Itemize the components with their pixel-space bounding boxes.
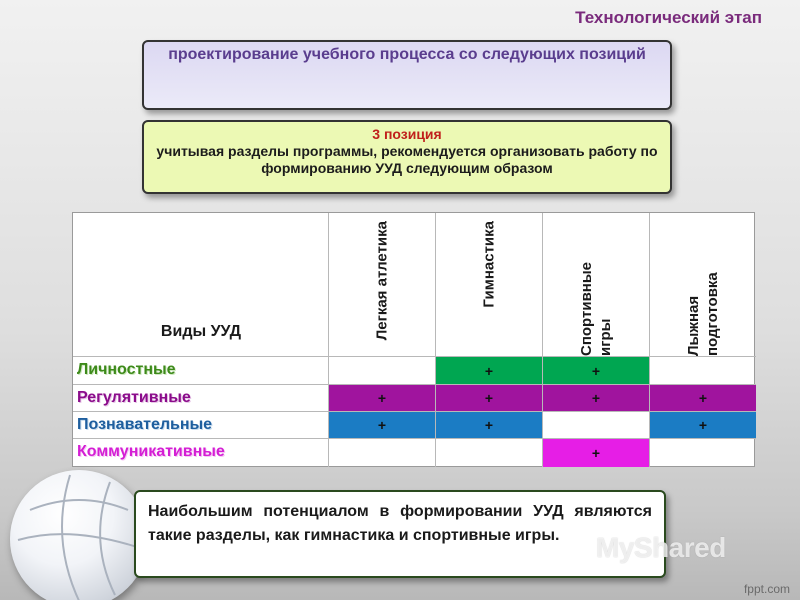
- row-label: Познавательные: [73, 412, 329, 439]
- column-label: Гимнастика: [480, 221, 498, 308]
- table-cell: +: [650, 412, 756, 439]
- table-cell: [329, 357, 436, 385]
- position-label: 3 позиция: [372, 126, 442, 142]
- table-cell: +: [436, 412, 543, 439]
- table-cell: [650, 357, 756, 385]
- heading-box: проектирование учебного процесса со след…: [142, 40, 672, 110]
- table-cell: +: [543, 357, 650, 385]
- table-cell: [436, 439, 543, 467]
- table-header-row: Виды УУД Легкая атлетика Гимнастика Спор…: [73, 213, 756, 357]
- column-label: Легкая атлетика: [373, 221, 391, 341]
- slide-title: Технологический этап: [575, 8, 762, 27]
- corner-cell: Виды УУД: [73, 213, 329, 357]
- table-row: Познавательные + + +: [73, 412, 756, 439]
- column-header: Лыжная подготовка: [650, 213, 756, 357]
- table-cell: +: [329, 412, 436, 439]
- watermark: MyShared: [596, 532, 726, 563]
- summary-text: Наибольшим потенциалом в формировании УУ…: [148, 503, 652, 544]
- table-cell: +: [329, 385, 436, 412]
- column-header: Спортивные игры: [543, 213, 650, 357]
- footer-brand: fppt.com: [743, 582, 790, 596]
- table-cell: [543, 412, 650, 439]
- uud-table: Виды УУД Легкая атлетика Гимнастика Спор…: [72, 212, 756, 467]
- table-cell: +: [543, 385, 650, 412]
- column-label: Лыжная подготовка: [685, 272, 721, 356]
- heading-text: проектирование учебного процесса со след…: [168, 46, 646, 63]
- column-header: Легкая атлетика: [329, 213, 436, 357]
- row-label: Регулятивные: [73, 385, 329, 412]
- column-label: Спортивные игры: [578, 261, 614, 356]
- table-cell: [650, 439, 756, 467]
- table-cell: [329, 439, 436, 467]
- corner-label: Виды УУД: [160, 323, 242, 340]
- column-header: Гимнастика: [436, 213, 543, 357]
- table-row: Коммуникативные +: [73, 439, 754, 467]
- summary-box: Наибольшим потенциалом в формировании УУ…: [134, 490, 666, 578]
- table-cell: +: [650, 385, 756, 412]
- volleyball-icon: [10, 470, 148, 600]
- row-label: Личностные: [73, 357, 329, 385]
- table-row: Регулятивные + + + +: [73, 385, 756, 412]
- table-cell: +: [543, 439, 650, 467]
- position-box: 3 позиция учитывая разделы программы, ре…: [142, 120, 672, 194]
- row-label: Коммуникативные: [73, 439, 329, 467]
- table-row: Личностные + +: [73, 357, 756, 385]
- position-text: учитывая разделы программы, рекомендуетс…: [156, 143, 658, 176]
- table-cell: +: [436, 357, 543, 385]
- table-cell: +: [436, 385, 543, 412]
